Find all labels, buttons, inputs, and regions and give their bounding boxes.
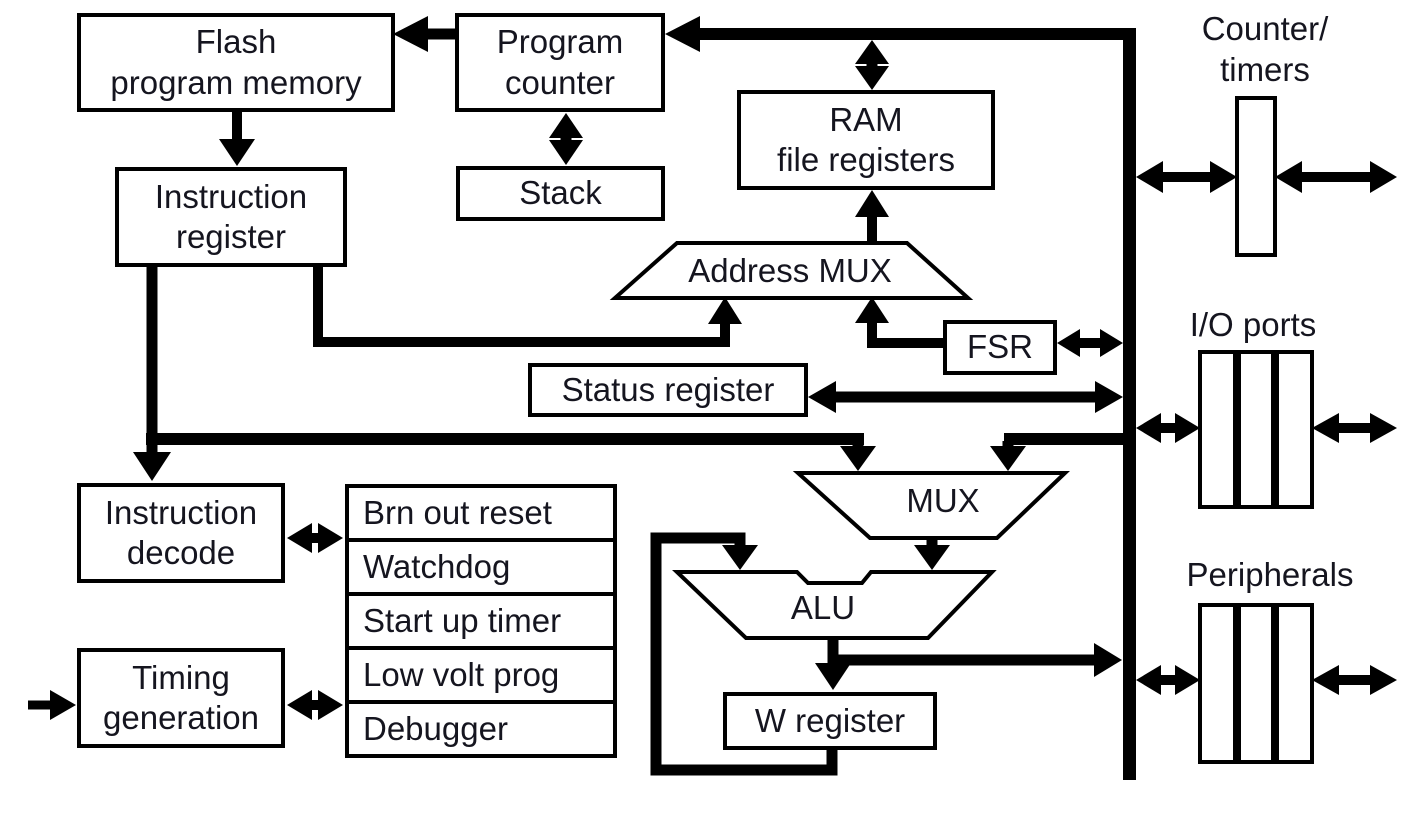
w-register-block: W register: [723, 692, 937, 750]
pc-stack-double-arrow: [549, 113, 583, 165]
support-functions-list: Brn out reset Watchdog Start up timer Lo…: [345, 484, 617, 758]
pc-to-flash-arrow: [393, 16, 457, 52]
peripherals-bar-3: [1275, 603, 1314, 764]
status-register-bus-double-arrow: [808, 381, 1123, 413]
clock-input-arrow: [28, 690, 76, 720]
instruction-register-block: Instruction register: [115, 167, 347, 267]
io-ports-bar-2: [1237, 350, 1275, 509]
list-item-watchdog: Watchdog: [349, 538, 613, 592]
status-register-block: Status register: [528, 363, 808, 417]
flash-to-instruction-register-arrow: [219, 110, 255, 166]
instruction-decode-block: Instruction decode: [77, 483, 285, 583]
bus-to-program-counter-arrowhead: [665, 16, 700, 52]
alu-label: ALU: [790, 589, 856, 627]
counter-timers-label: Counter/ timers: [1201, 9, 1329, 88]
io-ports-bar-3: [1275, 350, 1314, 509]
list-item-low-volt-prog: Low volt prog: [349, 646, 613, 700]
mux-label: MUX: [906, 482, 980, 520]
instruction-register-to-decode-arrow: [133, 266, 171, 481]
fsr-bus-double-arrow: [1057, 329, 1123, 357]
list-item-debugger: Debugger: [349, 700, 613, 754]
peripherals-external-double-arrow: [1312, 665, 1397, 695]
counter-timers-bar: [1235, 96, 1277, 257]
bus-stub-to-mux-arrow: [990, 433, 1129, 471]
alu-to-bus-arrow: [833, 643, 1122, 677]
stack-block: Stack: [456, 166, 665, 221]
counter-external-double-arrow: [1275, 161, 1397, 193]
decode-support-double-arrow: [287, 523, 343, 553]
list-item-brownout-reset: Brn out reset: [363, 494, 552, 531]
bus-ram-double-arrow: [855, 40, 889, 90]
mux-to-alu-arrow: [914, 536, 950, 570]
bus-peripherals-double-arrow: [1136, 665, 1200, 695]
fsr-block: FSR: [943, 320, 1057, 375]
data-line-to-mux-arrow: [840, 441, 876, 471]
timing-support-double-arrow: [287, 690, 343, 720]
peripherals-bar-1: [1198, 603, 1237, 764]
peripherals-label: Peripherals: [1186, 556, 1354, 594]
address-mux-label: Address MUX: [688, 252, 892, 290]
fsr-to-address-mux-path: [855, 297, 945, 348]
list-item-startup-timer: Start up timer: [349, 592, 613, 646]
flash-program-memory-block: Flash program memory: [77, 13, 395, 112]
bus-io-double-arrow: [1136, 413, 1200, 443]
bus-counter-double-arrow: [1136, 161, 1237, 193]
address-mux-to-ram-arrow: [855, 190, 889, 244]
instruction-data-line: [146, 433, 864, 445]
io-external-double-arrow: [1312, 413, 1397, 443]
timing-generation-block: Timing generation: [77, 648, 285, 748]
io-ports-label: I/O ports: [1189, 306, 1317, 344]
io-ports-bar-1: [1198, 350, 1237, 509]
peripherals-bar-2: [1237, 603, 1275, 764]
ram-file-registers-block: RAM file registers: [737, 90, 995, 190]
program-counter-block: Program counter: [455, 13, 665, 112]
alu-to-w-register-arrow: [815, 636, 851, 690]
